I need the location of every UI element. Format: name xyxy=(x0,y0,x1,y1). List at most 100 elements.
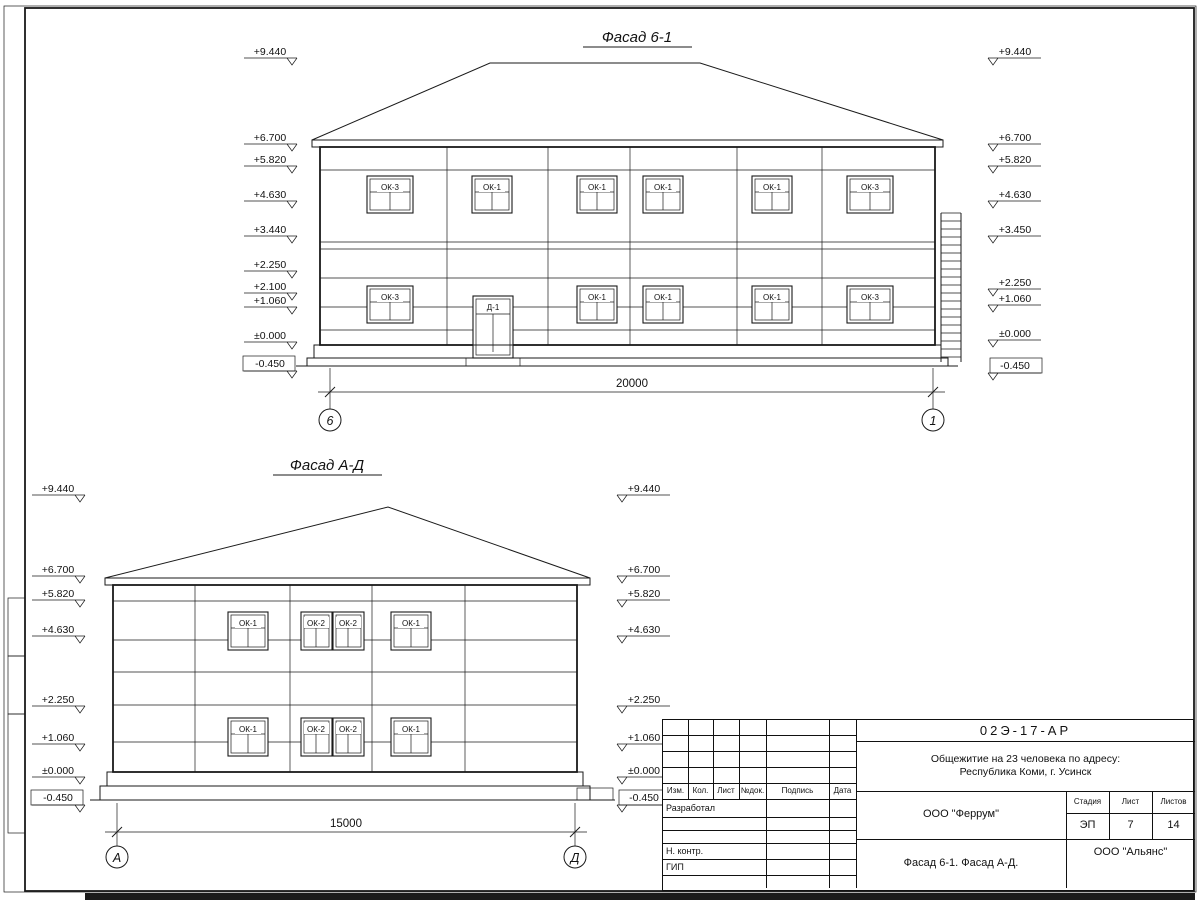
window-label: ОК-1 xyxy=(654,183,673,192)
facade1-dimension: 20000 6 1 xyxy=(318,368,945,432)
window-label: ОК-2 xyxy=(307,619,326,628)
elevation-label: +1.060 xyxy=(628,732,661,744)
window-label: ОК-1 xyxy=(483,183,502,192)
project-name-line2: Республика Коми, г. Усинск xyxy=(959,766,1092,778)
doc-number: 02Э-17-АР xyxy=(979,722,1072,738)
elevation-label: +9.440 xyxy=(42,483,75,495)
elevation-label: +1.060 xyxy=(42,732,75,744)
axis-label: А xyxy=(112,851,121,865)
window-ok2: ОК-2 xyxy=(300,717,333,757)
window-ok1: ОК-1 xyxy=(642,285,684,324)
binding-margin-cell xyxy=(7,713,26,834)
elevation-mark: -0.450 xyxy=(242,355,298,379)
window-ok1: ОК-1 xyxy=(471,175,513,214)
facade2-base xyxy=(99,785,591,801)
elevation-label: +6.700 xyxy=(254,132,287,144)
window-ok1: ОК-1 xyxy=(642,175,684,214)
entrance-door: Д-1 xyxy=(472,295,514,359)
elevation-mark: +2.250 xyxy=(244,259,298,279)
elevation-mark: +4.630 xyxy=(987,189,1041,209)
elevation-label: +3.450 xyxy=(999,224,1032,236)
window-label: ОК-1 xyxy=(588,183,607,192)
elevation-mark: +4.630 xyxy=(32,624,86,644)
window-ok3: ОК-3 xyxy=(846,285,894,324)
window-label: ОК-3 xyxy=(861,183,880,192)
axis-label: 6 xyxy=(327,414,334,428)
elevation-mark: +9.440 xyxy=(32,483,86,503)
elevation-label: ±0.000 xyxy=(42,765,74,777)
role-razrabotal: Разработал xyxy=(666,802,715,813)
elevation-label: ±0.000 xyxy=(999,328,1031,340)
elevation-mark: +6.700 xyxy=(987,132,1041,152)
window-label: ОК-3 xyxy=(861,293,880,302)
facade1-base xyxy=(306,357,949,367)
fire-escape-ladder xyxy=(940,212,962,362)
axis-bubble xyxy=(921,408,945,432)
elevation-label: +1.060 xyxy=(999,293,1032,305)
elevation-label: +2.250 xyxy=(254,259,287,271)
elevation-mark: ±0.000 xyxy=(32,765,86,785)
elevation-label: -0.450 xyxy=(629,792,659,804)
col-header-kol: Кол. xyxy=(692,786,709,796)
window-label: ОК-1 xyxy=(402,725,421,734)
stage-label: Стадия xyxy=(1073,797,1102,807)
facade1-plinth xyxy=(313,344,942,359)
window-label: ОК-2 xyxy=(339,619,358,628)
elevation-label: +4.630 xyxy=(254,189,287,201)
org-name: ООО "Альянс" xyxy=(1093,846,1168,858)
axis-label: 1 xyxy=(930,414,937,428)
elevation-mark: +3.440 xyxy=(244,224,298,244)
binding-margin-cell xyxy=(7,597,26,657)
elevation-mark: +4.630 xyxy=(616,624,670,644)
elevation-label: +6.700 xyxy=(628,564,661,576)
facade2-plinth xyxy=(106,771,584,787)
window-ok1: ОК-1 xyxy=(751,285,793,324)
window-ok1: ОК-1 xyxy=(576,285,618,324)
window-ok1: ОК-1 xyxy=(390,611,432,651)
elevation-mark: +2.250 xyxy=(987,277,1041,297)
window-ok1: ОК-1 xyxy=(751,175,793,214)
elevation-mark: -0.450 xyxy=(987,357,1043,381)
sheets-label: Листов xyxy=(1160,797,1187,807)
window-label: ОК-3 xyxy=(381,293,400,302)
entrance-porch xyxy=(465,357,521,367)
title-block: Изм. Кол. Лист №док. Подпись Дата Разраб… xyxy=(662,719,1195,891)
window-label: ОК-1 xyxy=(654,293,673,302)
elevation-label: -0.450 xyxy=(43,792,73,804)
window-label: ОК-2 xyxy=(307,725,326,734)
elevation-label: +2.250 xyxy=(628,694,661,706)
facade1-panel-joints xyxy=(320,147,935,345)
elevation-mark: ±0.000 xyxy=(616,765,670,785)
elevation-label: +4.630 xyxy=(42,624,75,636)
window-label: ОК-1 xyxy=(402,619,421,628)
project-name-line1: Общежитие на 23 человека по адресу: xyxy=(930,753,1121,766)
facade1-title: Фасад 6-1 xyxy=(602,29,672,46)
elevation-mark: +1.060 xyxy=(244,295,298,315)
elevation-label: -0.450 xyxy=(255,358,285,370)
door-label: Д-1 xyxy=(487,303,500,312)
facade2-roof xyxy=(104,506,591,579)
axis-bubble xyxy=(318,408,342,432)
elevation-label: +3.440 xyxy=(254,224,287,236)
elevation-mark: +2.250 xyxy=(32,694,86,714)
elevation-mark: +9.440 xyxy=(244,46,298,66)
facade-a-d: Фасад А-Д ОК-1 ОК-2 xyxy=(30,457,672,869)
side-steps xyxy=(576,787,614,801)
window-ok3: ОК-3 xyxy=(366,285,414,324)
elevation-mark: +6.700 xyxy=(244,132,298,152)
elevation-label: +9.440 xyxy=(999,46,1032,58)
contractor-name: ООО "Феррум" xyxy=(922,808,1000,821)
window-ok1: ОК-1 xyxy=(390,717,432,757)
axis-bubble xyxy=(563,845,587,869)
elevation-mark: +5.820 xyxy=(616,588,670,608)
window-label: ОК-1 xyxy=(588,293,607,302)
facade-6-1: Фасад 6-1 ОК-3 xyxy=(242,29,1043,432)
window-ok3: ОК-3 xyxy=(846,175,894,214)
window-label: ОК-3 xyxy=(381,183,400,192)
window-label: ОК-1 xyxy=(763,293,782,302)
sheet-number: 7 xyxy=(1127,819,1134,832)
window-ok3: ОК-3 xyxy=(366,175,414,214)
window-label: ОК-1 xyxy=(763,183,782,192)
elevation-label: +4.630 xyxy=(999,189,1032,201)
scan-edge-band xyxy=(85,893,1195,900)
